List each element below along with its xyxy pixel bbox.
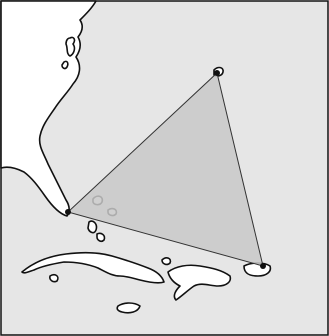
jamaica <box>116 302 141 314</box>
hispaniola-west-tip <box>161 257 172 266</box>
san-juan-vertex <box>260 263 266 269</box>
miami-vertex <box>65 209 71 215</box>
bahamas-island-4 <box>96 232 106 243</box>
cuba <box>21 251 165 284</box>
bermuda-triangle-region <box>67 72 264 267</box>
coastal-island-south <box>61 60 69 70</box>
coastal-island-north <box>65 36 76 57</box>
puerto-rico <box>243 262 272 277</box>
isla-de-la-juventud <box>49 274 59 283</box>
hispaniola <box>167 264 232 301</box>
bahamas-island-3 <box>87 220 98 234</box>
bermuda-vertex <box>214 70 220 76</box>
